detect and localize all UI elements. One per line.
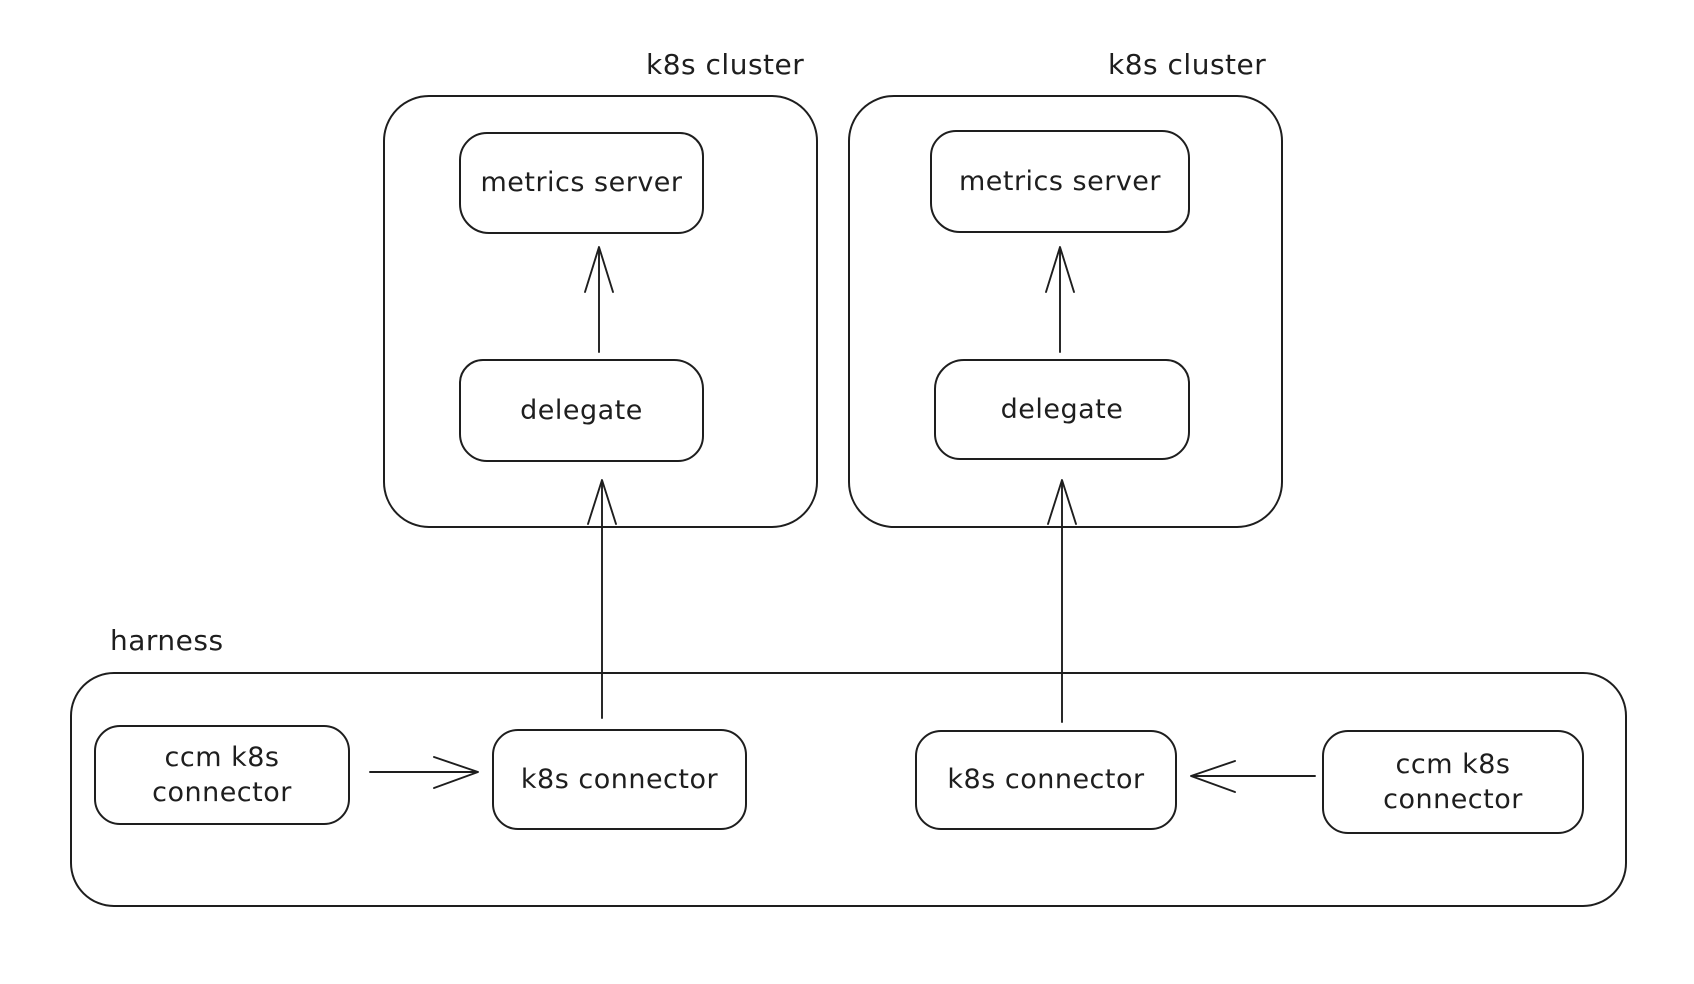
k8s-cluster-box-left: metrics server delegate xyxy=(383,95,818,528)
delegate-node-left: delegate xyxy=(459,359,704,462)
ccm-k8s-connector-label-right: ccm k8s connector xyxy=(1383,748,1523,815)
metrics-server-node-left: metrics server xyxy=(459,132,704,234)
ccm-k8s-connector-node-right: ccm k8s connector xyxy=(1322,730,1584,834)
ccm-k8s-connector-label-left: ccm k8s connector xyxy=(152,741,292,808)
harness-box: ccm k8s connector k8s connector k8s conn… xyxy=(70,672,1627,907)
cluster-label-left: k8s cluster xyxy=(646,48,805,81)
ccm-k8s-connector-node-left: ccm k8s connector xyxy=(94,725,350,825)
delegate-node-right: delegate xyxy=(934,359,1190,460)
k8s-cluster-box-right: metrics server delegate xyxy=(848,95,1283,528)
k8s-connector-node-left: k8s connector xyxy=(492,729,747,830)
k8s-connector-node-right: k8s connector xyxy=(915,730,1177,830)
harness-label: harness xyxy=(110,624,224,657)
cluster-label-right: k8s cluster xyxy=(1108,48,1267,81)
metrics-server-node-right: metrics server xyxy=(930,130,1190,233)
